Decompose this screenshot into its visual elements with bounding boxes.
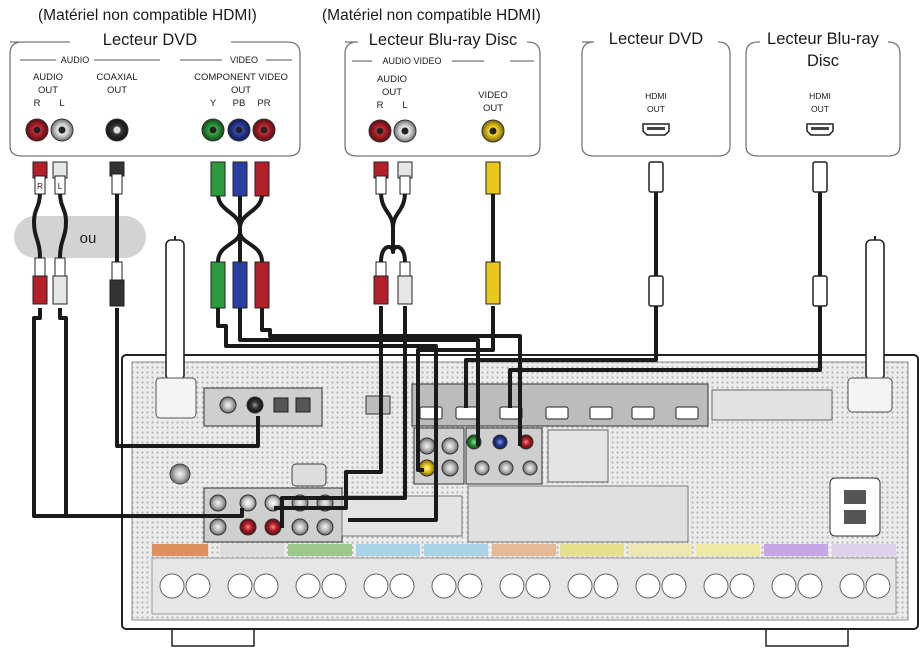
- plug-component-pr-bottom: [254, 261, 270, 309]
- hdmi-output-strip: [711, 389, 833, 421]
- bd-jack-video: [481, 119, 505, 143]
- bd-audio-route: [274, 306, 383, 510]
- label-pr: PR: [257, 98, 270, 109]
- bluray-hdmi-title-2: Disc: [807, 52, 839, 70]
- plug-bd-audio-l-top: [397, 161, 413, 195]
- antenna-fm-port: [169, 463, 191, 485]
- jack-component-y: [201, 118, 225, 142]
- antenna-left: [155, 236, 197, 419]
- video-section-label: VIDEO: [230, 55, 258, 65]
- plug-coaxial-top: [109, 161, 125, 195]
- lan-port: [365, 395, 391, 415]
- bd-audio-out-label-1: AUDIO: [377, 74, 407, 85]
- plug-bd-video-bottom: [485, 261, 501, 305]
- audio-video-section-label: AUDIO VIDEO: [382, 56, 441, 66]
- svg-text:R: R: [37, 182, 43, 191]
- bd-jack-audio-r: [368, 119, 392, 143]
- plug-bd-hdmi-top: [812, 161, 828, 193]
- plug-bd-video-top: [485, 161, 501, 195]
- component-route: [216, 308, 438, 522]
- plug-dvd-audio-l-top: L: [52, 161, 68, 195]
- plug-component-y-bottom: [210, 261, 226, 309]
- label-pb: PB: [233, 98, 246, 109]
- bd-hdmi-label-2: OUT: [811, 104, 829, 114]
- plug-coaxial-bottom: [109, 261, 125, 307]
- bluray-analog-device: Lecteur Blu-ray Disc AUDIO VIDEO AUDIO O…: [344, 31, 541, 157]
- receiver-audio-r-in: [239, 518, 257, 536]
- receiver-audio-l-in: [239, 494, 257, 512]
- caption-middle: (Matériel non compatible HDMI): [322, 7, 541, 24]
- component-output-block: [547, 429, 609, 483]
- dvd-analog-title: Lecteur DVD: [103, 31, 198, 49]
- zone-output-block: [467, 485, 689, 543]
- audio-section-label: AUDIO: [61, 55, 90, 65]
- antenna-right: [847, 236, 893, 413]
- label-y: Y: [210, 98, 217, 109]
- bd-video-out-label-2: OUT: [483, 103, 503, 114]
- bd-jack-audio-l: [393, 119, 417, 143]
- caption-left: (Matériel non compatible HDMI): [38, 7, 257, 24]
- dvd-hdmi-label-2: OUT: [647, 104, 665, 114]
- receiver-foot-left: [171, 627, 255, 647]
- plug-dvd-hdmi-bottom: [648, 275, 664, 307]
- jack-component-pb: [227, 118, 251, 142]
- audio-out-label-1: AUDIO: [33, 72, 63, 83]
- jack-component-pr: [252, 118, 276, 142]
- dvd-hdmi-label-1: HDMI: [645, 91, 667, 101]
- bd-audio-out-label-2: OUT: [382, 87, 402, 98]
- plugs: R L: [32, 161, 828, 309]
- plug-dvd-audio-l-bottom: [52, 257, 68, 305]
- component-label-2: OUT: [231, 85, 251, 96]
- bluray-hdmi-device: Lecteur Blu-ray Disc HDMI OUT: [745, 30, 901, 157]
- label-l: L: [59, 98, 64, 109]
- dvd-hdmi-title: Lecteur DVD: [609, 30, 704, 48]
- plug-bd-audio-r-top: [373, 161, 389, 195]
- plug-component-pb-top: [232, 161, 248, 197]
- digital-audio-input-block: [203, 387, 323, 427]
- bd-audio-cable-top: [379, 191, 407, 230]
- bd-hdmi-port: [806, 123, 834, 136]
- cables: [32, 191, 822, 528]
- svg-text:L: L: [58, 182, 63, 191]
- coaxial-label-2: OUT: [107, 85, 127, 96]
- dvd-hdmi-device: Lecteur DVD HDMI OUT: [581, 30, 731, 157]
- bluray-analog-title: Lecteur Blu-ray Disc: [369, 31, 518, 49]
- component-label-1: COMPONENT VIDEO: [194, 72, 288, 83]
- receiver-coaxial-in: [246, 396, 264, 414]
- speaker-terminals: [151, 544, 897, 615]
- rs232-port: [291, 463, 327, 487]
- coaxial-label-1: COAXIAL: [96, 72, 137, 83]
- label-r: R: [34, 98, 41, 109]
- bd-label-l: L: [402, 100, 407, 111]
- plug-component-pr-top: [254, 161, 270, 197]
- dvd-audio-cable-r: [32, 191, 42, 259]
- plug-bd-audio-r-bottom: [373, 261, 389, 305]
- jack-audio-r: [25, 118, 49, 142]
- plug-component-y-top: [210, 161, 226, 197]
- bluray-hdmi-title-1: Lecteur Blu-ray: [767, 30, 880, 48]
- ac-inlet: [829, 477, 881, 537]
- jack-audio-l: [50, 118, 74, 142]
- plug-dvd-hdmi-top: [648, 161, 664, 193]
- dvd-hdmi-port: [642, 123, 670, 136]
- dvd-audio-cable-l: [58, 191, 68, 259]
- bd-hdmi-label-1: HDMI: [809, 91, 831, 101]
- or-label: ou: [80, 230, 97, 247]
- audio-out-label-2: OUT: [38, 85, 58, 96]
- bd-video-out-label-1: VIDEO: [478, 90, 508, 101]
- receiver-foot-right: [765, 627, 849, 647]
- plug-bd-audio-l-bottom: [397, 261, 413, 305]
- dvd-analog-device: Lecteur DVD AUDIO VIDEO AUDIO OUT R L CO…: [9, 31, 301, 157]
- pre-out-block: [341, 495, 463, 537]
- bd-label-r: R: [377, 100, 384, 111]
- plug-bd-hdmi-bottom: [812, 275, 828, 307]
- or-bubble: ou: [14, 216, 146, 258]
- plug-dvd-audio-r-top: R: [32, 161, 48, 195]
- plug-component-pb-bottom: [232, 261, 248, 309]
- jack-coaxial: [105, 118, 129, 142]
- plug-dvd-audio-r-bottom: [32, 257, 48, 305]
- dvd-audio-r-route: [32, 308, 244, 518]
- hdmi-input-strip: [411, 383, 709, 427]
